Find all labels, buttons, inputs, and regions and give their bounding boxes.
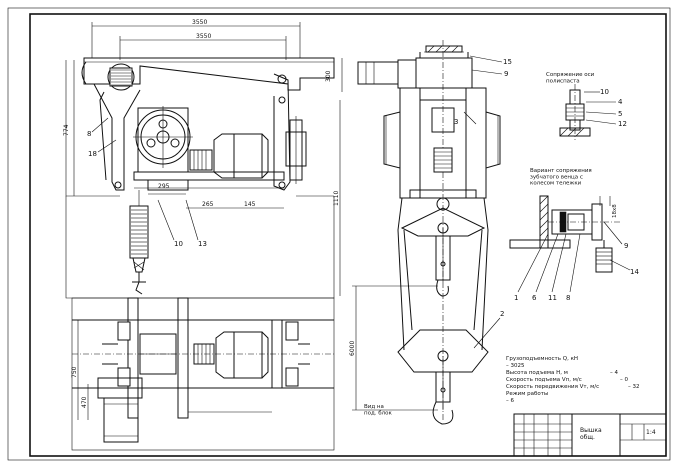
callout-9-front: 9 [504,70,508,78]
callout-10-detail: 10 [600,88,609,96]
title-sheet: 1:4 [646,429,656,436]
dim-under-gear-a: 295 [158,183,170,190]
callout-6-detail: 6 [532,294,537,302]
tech-line-8: – 32 [628,384,640,390]
tech-line-7: Скорость передвижения Vт, м/с [506,384,599,390]
front-view-dimensions: 6000 [349,285,438,411]
side-view [65,57,335,299]
dim-under-gear-b: 265 [202,201,214,208]
sheet-outer-border [7,7,671,461]
dim-lift-height: 6000 [349,341,356,356]
callout-3-front: 3 [454,118,458,126]
dim-under-gear-c: 145 [244,201,256,208]
dim-vertical-right: 1110 [333,191,340,206]
callout-8-detail: 8 [566,294,570,302]
dim-top-overall: 3550 [192,19,207,26]
callout-15-front: 15 [503,58,512,66]
callout-11-detail: 11 [548,294,557,302]
tech-line-10: – 6 [506,398,514,404]
dim-plan-height-b: 470 [81,396,88,408]
front-view [357,40,501,425]
callout-10-side: 10 [174,240,183,248]
tech-line-9: Режим работы [506,391,548,397]
plan-view [71,297,335,451]
callout-13-side: 13 [198,240,207,248]
callout-8-side: 8 [87,130,91,138]
dim-plan-height-a: 750 [71,366,78,378]
dim-left-height: 774 [63,124,70,136]
tech-line-2: – 3025 [506,363,525,369]
tech-line-1: Грузоподъемность Q, кН [506,356,578,362]
sheet-frame [29,13,667,457]
callout-18-side: 18 [88,150,97,158]
dim-mid: 18x8 [612,204,618,218]
side-view-callouts: 8 18 10 13 [87,117,207,248]
tech-line-5: Скорость подъема Vп, м/с [506,377,582,383]
plan-view-dimensions: 750 470 [71,320,89,420]
side-view-dimensions: 3550 3550 300 774 295 265 145 1110 [63,19,343,296]
callout-1-detail: 1 [514,294,518,302]
tech-line-6: – 0 [620,377,628,383]
callout-9-detail: 9 [624,242,628,250]
callout-5-detail: 5 [618,110,622,118]
dim-top-inner: 3550 [196,33,211,40]
callout-14-detail: 14 [630,268,639,276]
dim-right-short: 300 [325,70,332,82]
callout-4-detail: 4 [618,98,623,106]
tech-specs: Грузоподъемность Q, кН – 3025 Высота под… [506,356,640,404]
tech-line-4: – 4 [610,370,618,376]
tech-line-3: Высота подъема H, м [506,370,568,376]
callout-12-detail: 12 [618,120,627,128]
callout-2-front: 2 [500,310,504,318]
